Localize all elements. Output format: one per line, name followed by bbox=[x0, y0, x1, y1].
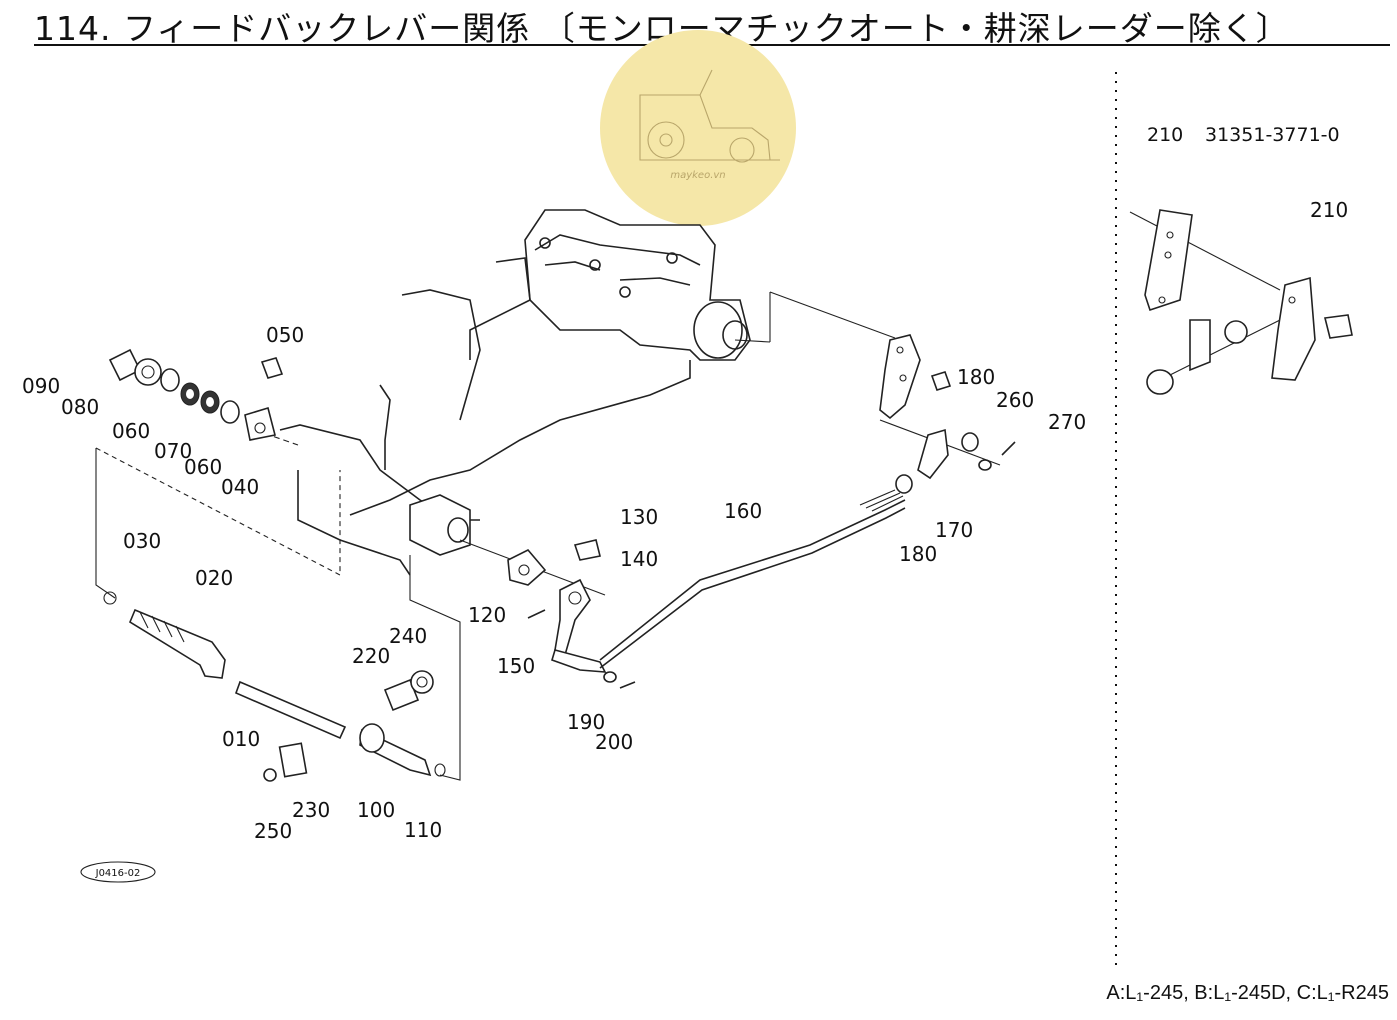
callout-010: 010 bbox=[222, 727, 260, 751]
callout-220: 220 bbox=[352, 644, 390, 668]
callout-050: 050 bbox=[266, 323, 304, 347]
drawing-code-badge: J0416-02 bbox=[80, 861, 156, 883]
callout-070: 070 bbox=[154, 439, 192, 463]
callout-160: 160 bbox=[724, 499, 762, 523]
callout-060b: 060 bbox=[184, 455, 222, 479]
callout-labels: 010 020 030 040 050 060 060 070 080 090 … bbox=[22, 124, 1348, 883]
callout-180a: 180 bbox=[957, 365, 995, 389]
callout-030: 030 bbox=[123, 529, 161, 553]
callout-110: 110 bbox=[404, 818, 442, 842]
callout-020: 020 bbox=[195, 566, 233, 590]
parts-left bbox=[103, 348, 446, 782]
callout-090: 090 bbox=[22, 374, 60, 398]
side-panel-part-code: 31351-3771-0 bbox=[1205, 124, 1340, 146]
callout-250: 250 bbox=[254, 819, 292, 843]
callout-170: 170 bbox=[935, 518, 973, 542]
parts-middle bbox=[507, 489, 906, 689]
callout-230: 230 bbox=[292, 798, 330, 822]
parts-right bbox=[879, 334, 1016, 494]
side-panel-part-no: 210 bbox=[1147, 124, 1183, 146]
callout-080: 080 bbox=[61, 395, 99, 419]
callout-270: 270 bbox=[1048, 410, 1086, 434]
tractor-icon bbox=[639, 69, 780, 163]
callout-060a: 060 bbox=[112, 419, 150, 443]
callout-140: 140 bbox=[620, 547, 658, 571]
callout-200: 200 bbox=[595, 730, 633, 754]
callout-180b: 180 bbox=[899, 542, 937, 566]
callout-190: 190 bbox=[567, 710, 605, 734]
model-applicability-note: A:L₁-245, B:L₁-245D, C:L₁-R245 bbox=[1106, 982, 1389, 1004]
callout-040: 040 bbox=[221, 475, 259, 499]
drawing-code: J0416-02 bbox=[95, 868, 141, 879]
side-panel-parts bbox=[1144, 209, 1353, 395]
callout-100: 100 bbox=[357, 798, 395, 822]
hydraulic-housing bbox=[279, 209, 751, 576]
callout-130: 130 bbox=[620, 505, 658, 529]
watermark-circle bbox=[600, 30, 796, 226]
callout-150: 150 bbox=[497, 654, 535, 678]
callout-120: 120 bbox=[468, 603, 506, 627]
watermark-text: maykeo.vn bbox=[670, 170, 725, 181]
callout-240: 240 bbox=[389, 624, 427, 648]
callout-260: 260 bbox=[996, 388, 1034, 412]
callout-210: 210 bbox=[1310, 198, 1348, 222]
watermark-logo: maykeo.vn bbox=[600, 30, 796, 226]
